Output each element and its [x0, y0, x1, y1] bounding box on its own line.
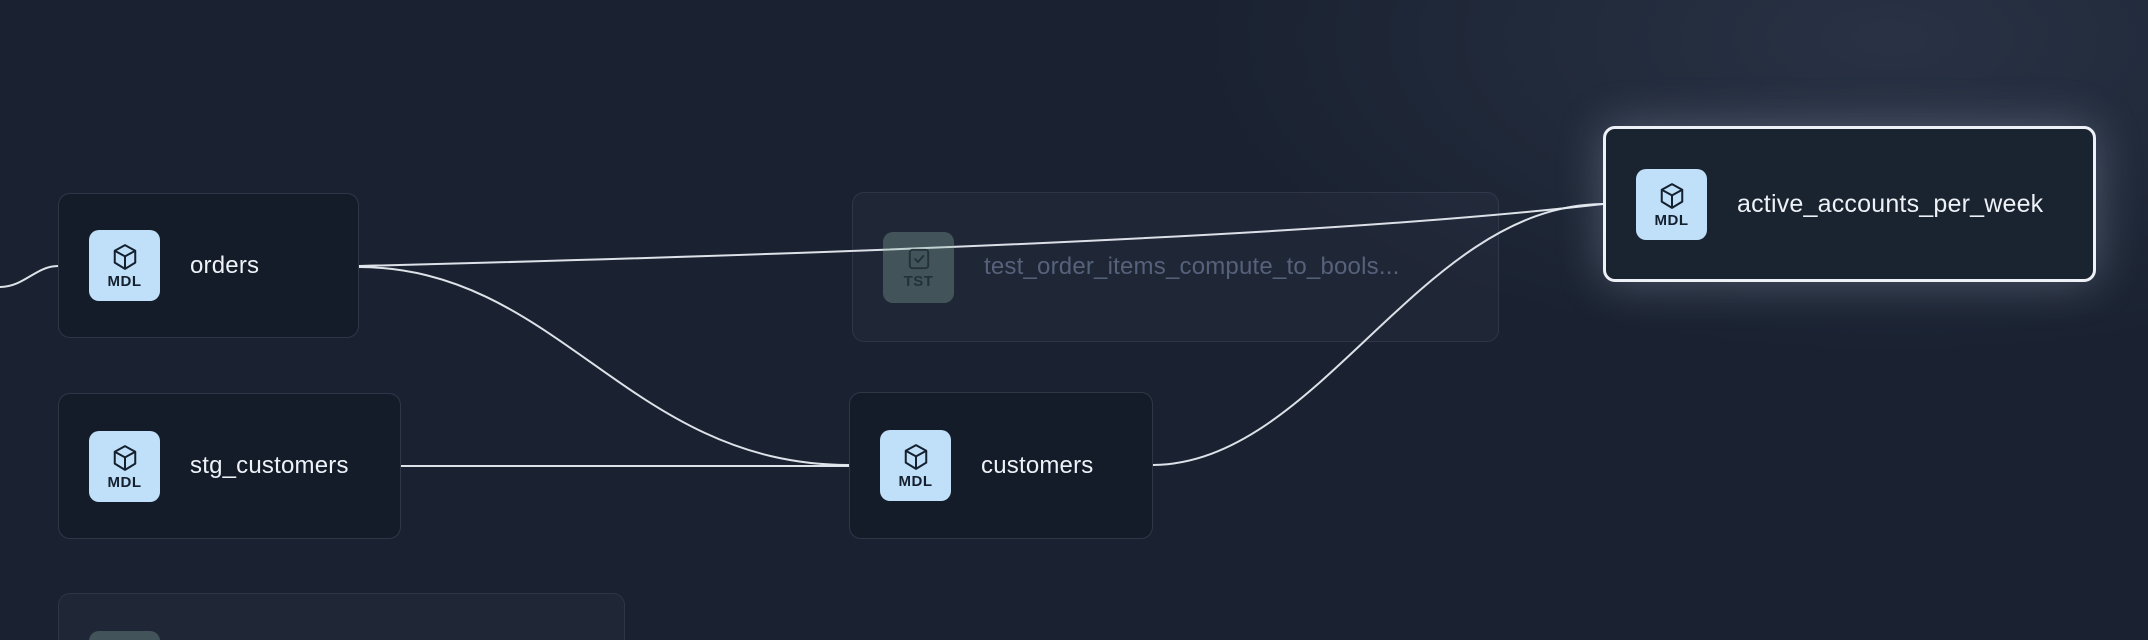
node-stg-customers[interactable]: MDL stg_customers [58, 393, 401, 539]
edge-customers-active [1152, 203, 1604, 466]
test-badge [89, 630, 160, 640]
badge-label: MDL [898, 473, 933, 490]
model-badge: MDL [1636, 168, 1707, 240]
badge-label: MDL [107, 273, 142, 290]
model-cube-icon [904, 444, 927, 470]
node-test-order-items[interactable]: TST test_order_items_compute_to_bools... [852, 192, 1499, 342]
node-partial-bottom[interactable] [58, 593, 625, 640]
edge-orders-customers [358, 266, 850, 466]
model-badge: MDL [89, 230, 160, 301]
model-badge: MDL [89, 430, 160, 502]
node-label: test_order_items_compute_to_bools... [984, 253, 1400, 280]
badge-label: TST [903, 272, 934, 290]
model-badge: MDL [880, 430, 951, 501]
badge-label: MDL [107, 473, 142, 491]
edge-orders-active [358, 203, 1604, 267]
test-check-icon [908, 248, 929, 269]
edge-offscreen-orders [0, 265, 59, 288]
node-active-accounts-per-week[interactable]: MDL active_accounts_per_week [1603, 126, 2096, 282]
model-cube-icon [1660, 182, 1683, 209]
badge-label: MDL [1654, 211, 1689, 229]
node-label: customers [981, 451, 1094, 479]
node-customers[interactable]: MDL customers [849, 392, 1153, 539]
test-badge: TST [883, 231, 954, 303]
node-orders[interactable]: MDL orders [58, 193, 359, 338]
node-label: stg_customers [190, 452, 349, 479]
node-label: orders [190, 251, 260, 279]
node-label: active_accounts_per_week [1737, 189, 2044, 218]
model-cube-icon [113, 444, 136, 471]
model-cube-icon [113, 244, 136, 270]
